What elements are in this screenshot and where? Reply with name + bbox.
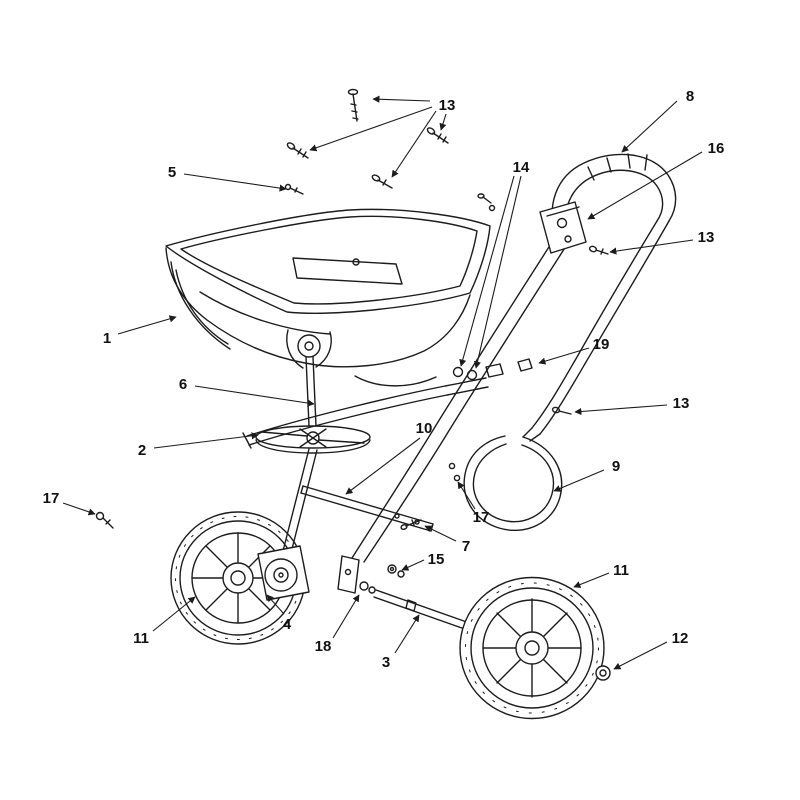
callout-1: 1 xyxy=(103,315,177,347)
callout-3: 3 xyxy=(382,614,420,671)
callout-13-upper-right-label: 13 xyxy=(698,229,715,246)
hub-cap xyxy=(595,665,611,681)
callout-1-label: 1 xyxy=(103,330,111,347)
callout-11-left: 11 xyxy=(133,596,196,647)
callout-18: 18 xyxy=(315,594,360,655)
callout-19-label: 19 xyxy=(593,336,610,353)
bolt-7 xyxy=(400,519,422,531)
left-wheel xyxy=(170,511,306,645)
callout-11-right-label: 11 xyxy=(613,562,629,579)
callout-17-left-label: 17 xyxy=(43,490,60,507)
callout-12-label: 12 xyxy=(672,630,689,647)
callout-2: 2 xyxy=(138,432,259,459)
frame-loop xyxy=(463,427,563,532)
callout-8-label: 8 xyxy=(686,88,694,105)
gearbox xyxy=(257,448,318,601)
callout-13-mid-right: 13 xyxy=(574,395,690,416)
callout-2-label: 2 xyxy=(138,442,146,459)
hardware-bolts-top xyxy=(284,88,449,195)
callout-13-mid-right-label: 13 xyxy=(673,395,690,412)
callout-13-upper-right: 13 xyxy=(609,229,715,255)
axle-assembly xyxy=(337,555,479,634)
callout-5-label: 5 xyxy=(168,164,176,181)
callout-12: 12 xyxy=(613,630,689,670)
bracket-screw xyxy=(588,245,609,255)
handle-bracket xyxy=(539,201,587,254)
callout-17-mid: 17 xyxy=(457,481,490,526)
callout-4-label: 4 xyxy=(283,616,292,633)
callout-13-top-label: 13 xyxy=(439,97,456,114)
screw-17-left xyxy=(95,511,114,529)
handle xyxy=(351,153,677,563)
callout-17-left: 17 xyxy=(43,490,96,516)
callout-3-label: 3 xyxy=(382,654,390,671)
callout-7-label: 7 xyxy=(462,538,470,555)
callout-layer: 13 8 16 14 5 13 1 19 xyxy=(43,88,725,671)
callout-10-label: 10 xyxy=(416,420,433,437)
impeller xyxy=(255,356,371,454)
callout-16: 16 xyxy=(587,140,725,220)
frame-tube xyxy=(242,377,489,449)
callout-9: 9 xyxy=(553,458,620,492)
callout-11-right: 11 xyxy=(573,562,629,588)
callout-15: 15 xyxy=(401,551,445,571)
hopper xyxy=(165,208,491,387)
callout-6-label: 6 xyxy=(179,376,187,393)
frame-joint xyxy=(452,193,572,415)
callout-16-label: 16 xyxy=(708,140,725,157)
callout-14: 14 xyxy=(459,159,530,369)
callout-9-label: 9 xyxy=(612,458,620,475)
callout-4: 4 xyxy=(266,594,292,633)
right-wheel xyxy=(459,576,605,720)
callout-18-label: 18 xyxy=(315,638,332,655)
callout-5: 5 xyxy=(168,164,287,192)
callout-15-label: 15 xyxy=(428,551,445,568)
callout-6: 6 xyxy=(179,376,315,407)
callout-7: 7 xyxy=(424,525,470,555)
callout-8: 8 xyxy=(621,88,694,153)
pins-17 xyxy=(448,462,461,482)
callout-19: 19 xyxy=(538,336,610,365)
callout-10: 10 xyxy=(345,420,433,495)
callout-14-label: 14 xyxy=(513,159,530,176)
callout-13-top: 13 xyxy=(309,95,456,178)
callout-17-mid-label: 17 xyxy=(473,509,490,526)
diagram-artwork xyxy=(95,88,677,720)
callout-11-left-label: 11 xyxy=(133,630,149,647)
